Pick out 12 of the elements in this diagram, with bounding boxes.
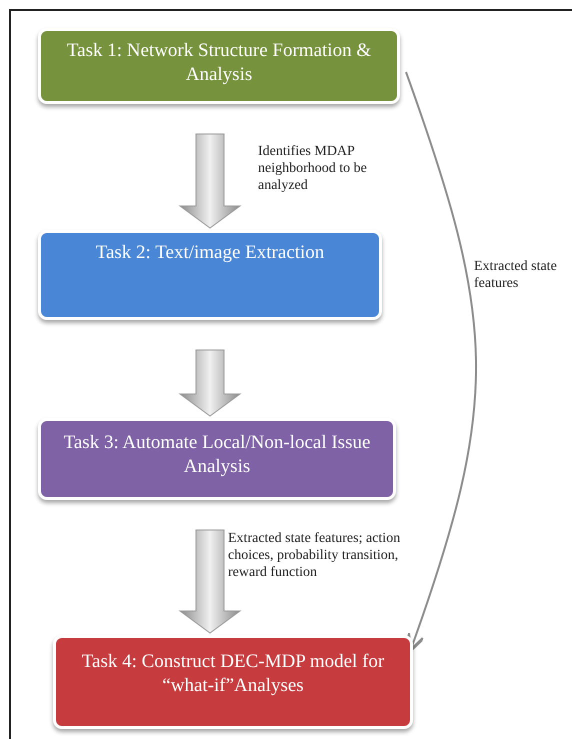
block-arrow bbox=[178, 134, 242, 229]
task-box bbox=[38, 230, 382, 320]
task-title: Task 1: Network Structure Formation & Analysis bbox=[66, 39, 372, 87]
task-box bbox=[38, 28, 400, 104]
task-title: Task 4: Construct DEC-MDP model for “what-if”Analyses bbox=[80, 650, 386, 698]
task-title: Task 2: Text/image Extraction bbox=[94, 241, 326, 265]
task-box bbox=[38, 418, 396, 500]
task-title: Task 3: Automate Local/Non-local Issue Analysis bbox=[62, 431, 372, 479]
curved-arrow bbox=[405, 72, 477, 652]
block-arrow bbox=[178, 530, 242, 634]
block-arrow bbox=[178, 350, 242, 417]
task-box bbox=[53, 635, 413, 729]
